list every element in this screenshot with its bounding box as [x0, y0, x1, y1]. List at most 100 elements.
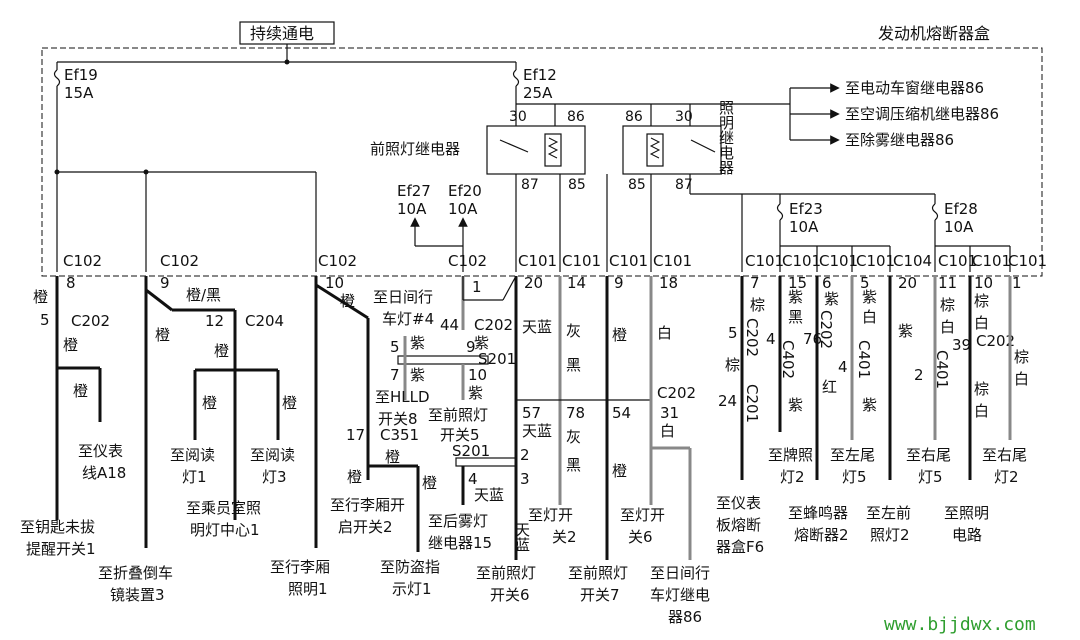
svg-text:C101: C101 — [782, 252, 821, 270]
lighting-relay-label: 照明继电器 — [717, 100, 735, 175]
wire-label: 天蓝 — [513, 522, 531, 552]
svg-text:18: 18 — [659, 274, 678, 292]
fuse-ef20-name: Ef20 — [448, 182, 482, 200]
headlamp-relay — [486, 125, 586, 175]
pin-label: 78 — [566, 404, 585, 422]
out-defog-relay: 至除雾继电器86 — [845, 131, 954, 149]
fuse-ef28-rating: 10A — [944, 218, 974, 236]
fuse-ef23-name: Ef23 — [789, 200, 823, 218]
wire-label: 橙 — [347, 468, 362, 486]
fuse-ef27-rating: 10A — [397, 200, 427, 218]
dest-trunk-sw-b: 启开关2 — [338, 518, 393, 536]
pin-label: 5 — [728, 324, 738, 342]
wire-label: 天蓝 — [522, 318, 552, 336]
svg-text:C102: C102 — [63, 252, 102, 270]
wire-label: 棕 — [750, 296, 765, 314]
dest-trunk-sw: 至行李厢开 — [330, 496, 405, 514]
dest-key-warn: 至钥匙未拔 — [20, 518, 95, 536]
wire-label: 白 — [660, 422, 675, 440]
splice-label: S201 — [452, 442, 490, 460]
pin-label: 54 — [612, 404, 631, 422]
pin-label: 5 — [40, 311, 50, 329]
wire-label: 灰 — [566, 322, 581, 340]
fuse-ef27-name: Ef27 — [397, 182, 431, 200]
pin-label: 31 — [660, 404, 679, 422]
splice-s201 — [397, 355, 489, 365]
pin-label: 76 — [803, 330, 822, 348]
connector-label: C202 — [71, 312, 110, 330]
connector-label: C202 — [474, 316, 513, 334]
wire-label: 橙 — [282, 394, 297, 412]
fuse-box-title: 发动机熔断器盒 — [878, 24, 990, 43]
dest-lfront: 至左前 — [866, 504, 911, 522]
wire-label: 橙 — [612, 326, 627, 344]
dest-mirror: 至折叠倒车 — [98, 564, 173, 582]
dest-dome-b: 明灯中心1 — [190, 521, 260, 539]
dest-illum: 至照明 — [944, 504, 989, 522]
connector-label: C401 — [933, 350, 951, 389]
wire-label: 紫 — [788, 288, 803, 306]
fuse-ef28-name: Ef28 — [944, 200, 978, 218]
dest-ltail: 至左尾 — [830, 446, 875, 464]
drl-label: 至日间行 — [373, 288, 433, 306]
wire-label: 橙 — [155, 326, 170, 344]
pin-label: 3 — [520, 470, 530, 488]
wire-label: 白 — [862, 308, 877, 326]
relay-lt-30: 30 — [675, 109, 693, 125]
dest-trunk-light-b: 照明1 — [288, 580, 328, 598]
relay-hl-30: 30 — [509, 109, 527, 125]
wire-label: 紫 — [410, 334, 425, 352]
power-label: 持续通电 — [250, 24, 314, 43]
relay-lt-85: 85 — [628, 177, 646, 193]
dest-dome: 至乘员室照 — [186, 499, 261, 517]
connector-row: C102 C102 C102 C102 C101 C101 C101 C101 … — [63, 252, 1047, 296]
pin-label: 4 — [766, 330, 776, 348]
wire-label: 白 — [940, 318, 955, 336]
dest-read3-b: 灯3 — [262, 468, 287, 486]
wire-label: 白 — [974, 402, 989, 420]
dest-rtail5: 至右尾 — [906, 446, 951, 464]
dest-read1-b: 灯1 — [182, 468, 207, 486]
wire-label: 橙 — [214, 342, 229, 360]
relay-lt-86: 86 — [625, 109, 643, 125]
wire-label: 白 — [1014, 370, 1029, 388]
dest-read1: 至阅读 — [170, 446, 215, 464]
svg-text:C101: C101 — [972, 252, 1011, 270]
svg-text:9: 9 — [160, 274, 170, 292]
pin-label: 7 — [390, 366, 400, 384]
connector-label: C202 — [657, 384, 696, 402]
wire-label: 白 — [974, 314, 989, 332]
pin-label: 4 — [838, 358, 848, 376]
dest-rear-fog: 至后雾灯 — [428, 512, 488, 530]
dest-hl-sw7: 至前照灯 — [568, 564, 628, 582]
relay-hl-85: 85 — [568, 177, 586, 193]
dest-cluster-f6: 至仪表 — [716, 494, 761, 512]
connector-label: C202 — [743, 318, 761, 357]
dest-plate: 至牌照 — [768, 446, 813, 464]
svg-text:C101: C101 — [609, 252, 648, 270]
wire-label: 紫 — [824, 290, 839, 308]
wire-label: 橙 — [385, 448, 400, 466]
svg-text:C101: C101 — [1008, 252, 1047, 270]
connector-label: C201 — [743, 384, 761, 423]
connector-label: C351 — [380, 426, 419, 444]
svg-text:C101: C101 — [819, 252, 858, 270]
svg-text:6: 6 — [822, 274, 832, 292]
dest-drl-relay: 至日间行 — [650, 564, 710, 582]
pin-label: 9 — [466, 338, 476, 356]
connector-label: C402 — [779, 340, 797, 379]
dest-hl-sw7-b: 开关7 — [580, 586, 620, 604]
pin-label: 2 — [520, 446, 530, 464]
dest-lamp-sw2: 至灯开 — [528, 506, 573, 524]
wire-label: 天蓝 — [522, 422, 552, 440]
svg-text:5: 5 — [860, 274, 870, 292]
dest-rtail2: 至右尾 — [982, 446, 1027, 464]
svg-text:C101: C101 — [745, 252, 784, 270]
connector-label: C202 — [976, 332, 1015, 350]
dest-hlld: 至HLLD — [375, 388, 430, 406]
dest-hl-sw5: 至前照灯 — [428, 406, 488, 424]
dest-trunk-light: 至行李厢 — [270, 558, 330, 576]
connector-label: C202 — [817, 310, 835, 349]
